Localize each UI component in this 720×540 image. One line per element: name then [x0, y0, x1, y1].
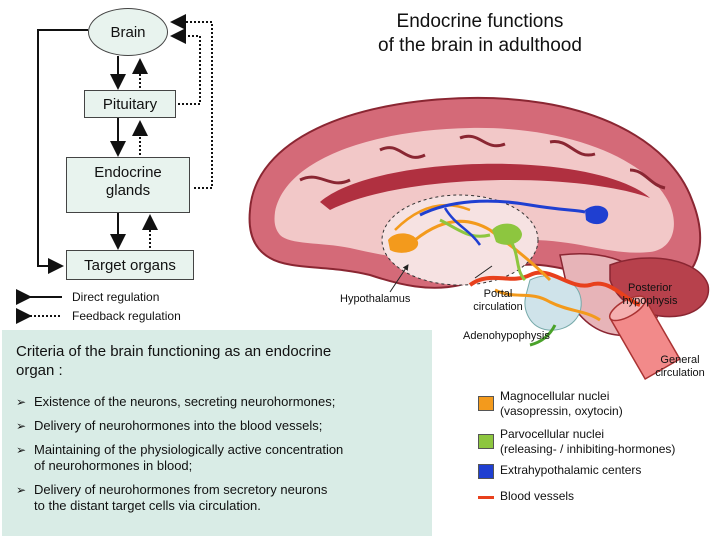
bullet-arrow-icon: ➢ [16, 443, 27, 457]
criteria-item-3b: of neurohormones in blood; [34, 458, 193, 473]
endocrine-label-1: Endocrine [94, 164, 162, 181]
parvo-line-2: (releasing- / inhibiting-hormones) [500, 442, 676, 456]
vessels-key-label: Blood vessels [500, 489, 575, 503]
magno-line-1: Magnocellular nuclei [500, 389, 610, 403]
target-organs-box: Target organs [66, 250, 194, 280]
parvo-swatch [478, 434, 494, 449]
inner-tissue [274, 127, 674, 260]
list-item: ➢ Maintaining of the physiologically acti… [16, 442, 418, 474]
criteria-heading-2: organ : [16, 362, 63, 379]
criteria-list: ➢ Existence of the neurons, secreting neu… [16, 394, 418, 514]
magno-key-label: Magnocellular nuclei (vasopressin, oxyto… [500, 389, 623, 419]
hypothalamus-region [381, 194, 539, 286]
list-item: ➢ Delivery of neurohormones into the bloo… [16, 418, 418, 434]
parvo-nucleus-shape [492, 223, 522, 245]
bullet-arrow-icon: ➢ [16, 395, 27, 409]
list-item: ➢ Existence of the neurons, secreting neu… [16, 394, 418, 410]
legend-feedback-label: Feedback regulation [72, 309, 181, 323]
posterior-label-2: hypophysis [622, 295, 678, 307]
criteria-heading-1: Criteria of the brain functioning as an … [16, 343, 332, 360]
portal-label: Portal circulation [468, 288, 528, 314]
direct-loop-line [37, 29, 88, 274]
extra-centers-shape [585, 205, 609, 225]
criteria-panel: Criteria of the brain functioning as an … [2, 330, 432, 536]
endocrine-label-2: glands [105, 182, 151, 199]
hypothalamus-label: Hypothalamus [340, 293, 411, 305]
feedback-loop-outer [170, 14, 213, 189]
general-label-2: circulation [655, 367, 705, 379]
list-item: ➢ Delivery of neurohormones from secretor… [16, 482, 418, 514]
target-label: Target organs [84, 257, 176, 274]
magno-nucleus-shape [388, 233, 419, 253]
hypothalamus-pointer [389, 264, 409, 293]
portal-pointer [474, 265, 493, 279]
brain-box: Brain [88, 8, 168, 56]
title-line-1: Endocrine functions [396, 11, 564, 32]
brain-label: Brain [110, 24, 146, 41]
criteria-item-4a: Delivery of neurohormones from secretory… [34, 482, 328, 497]
posterior-label: Posterior hypophysis [615, 282, 685, 308]
legend-direct-label: Direct regulation [72, 290, 160, 304]
bullet-arrow-icon: ➢ [16, 483, 27, 497]
extra-key-label: Extrahypothalamic centers [500, 463, 642, 477]
pituitary-label: Pituitary [102, 96, 158, 113]
criteria-heading: Criteria of the brain functioning as an … [16, 342, 418, 380]
magno-swatch [478, 396, 494, 411]
adeno-label: Adenohypophysis [463, 330, 550, 342]
pituitary-box: Pituitary [84, 90, 176, 118]
criteria-item-3a: Maintaining of the physiologically activ… [34, 442, 344, 457]
vessels-swatch [478, 496, 494, 499]
general-circulation-label: General circulation [640, 354, 720, 380]
portal-label-1: Portal [483, 288, 513, 300]
parvo-line-1: Parvocellular nuclei [500, 427, 605, 441]
corpus-callosum [320, 163, 650, 210]
portal-vessel [468, 270, 641, 307]
parvo-key-label: Parvocellular nuclei (releasing- / inhib… [500, 427, 675, 457]
posterior-label-1: Posterior [627, 282, 673, 294]
feedback-loop-inner [170, 28, 201, 105]
title-line-2: of the brain in adulthood [378, 35, 582, 56]
criteria-item-4b: to the distant target cells via circulat… [34, 498, 261, 513]
bullet-arrow-icon: ➢ [16, 419, 27, 433]
extra-swatch [478, 464, 494, 479]
portal-label-2: circulation [473, 301, 523, 313]
general-label-1: General [660, 354, 700, 366]
page-title: Endocrine functions of the brain in adul… [300, 10, 660, 58]
criteria-item-1: Existence of the neurons, secreting neur… [34, 394, 336, 409]
endocrine-glands-box: Endocrine glands [66, 157, 190, 213]
flow-arrows [16, 14, 213, 324]
brain-illustration [248, 96, 710, 380]
criteria-item-2: Delivery of neurohormones into the blood… [34, 418, 323, 433]
magno-line-2: (vasopressin, oxytocin) [500, 404, 623, 418]
